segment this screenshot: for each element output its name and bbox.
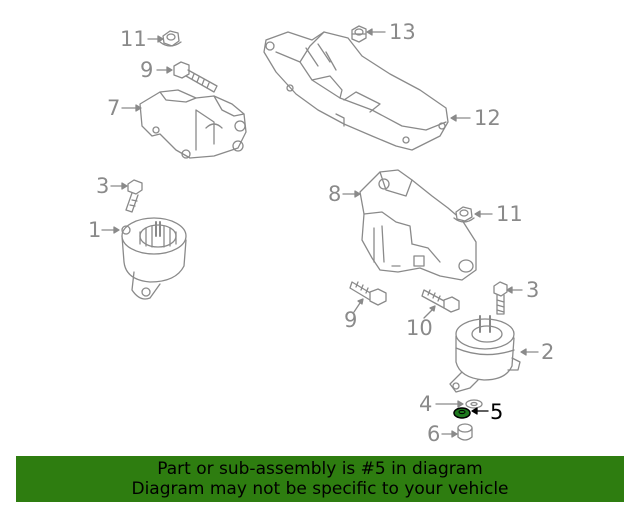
callout-11-right: 11 [496, 202, 523, 226]
callout-8: 8 [328, 182, 342, 206]
info-banner: Part or sub-assembly is #5 in diagram Di… [16, 456, 624, 502]
callout-6: 6 [427, 422, 441, 446]
leader-lines [101, 28, 539, 438]
part-1-engine-mount[interactable] [121, 217, 187, 300]
part-2-engine-mount[interactable] [449, 315, 521, 393]
part-9-bolt-top[interactable] [173, 61, 218, 93]
part-11-nut-right[interactable] [453, 206, 475, 223]
part-10-bolt[interactable] [421, 289, 460, 313]
callout-2: 2 [541, 340, 555, 364]
parts-diagram [101, 25, 539, 441]
part-13-nut[interactable] [351, 25, 367, 43]
part-12-crossmember[interactable] [263, 31, 449, 151]
part-8-bracket[interactable] [359, 169, 477, 281]
callout-3-right: 3 [526, 278, 540, 302]
callout-12: 12 [474, 106, 501, 130]
callout-13: 13 [389, 20, 416, 44]
part-3-bolt-right[interactable] [493, 281, 508, 315]
callout-4: 4 [419, 392, 433, 416]
part-9-bolt-lower[interactable] [349, 281, 387, 306]
callout-5-highlighted: 5 [490, 400, 504, 424]
callout-9-lower: 9 [344, 308, 358, 332]
callout-9-top: 9 [140, 58, 154, 82]
callout-3-left: 3 [96, 174, 110, 198]
callout-1: 1 [88, 218, 102, 242]
callout-11-top: 11 [120, 27, 147, 51]
callout-7: 7 [107, 96, 121, 120]
part-7-bracket[interactable] [139, 89, 247, 159]
banner-line-disclaimer: Diagram may not be specific to your vehi… [131, 479, 509, 499]
callout-10: 10 [406, 316, 433, 340]
part-11-nut-top[interactable] [159, 30, 182, 47]
part-3-bolt-left[interactable] [125, 179, 143, 213]
part-5-bushing-highlighted[interactable] [453, 407, 489, 419]
banner-line-part: Part or sub-assembly is #5 in diagram [157, 459, 483, 479]
part-6-cap[interactable] [457, 423, 473, 441]
part-4-washer[interactable] [465, 399, 483, 409]
